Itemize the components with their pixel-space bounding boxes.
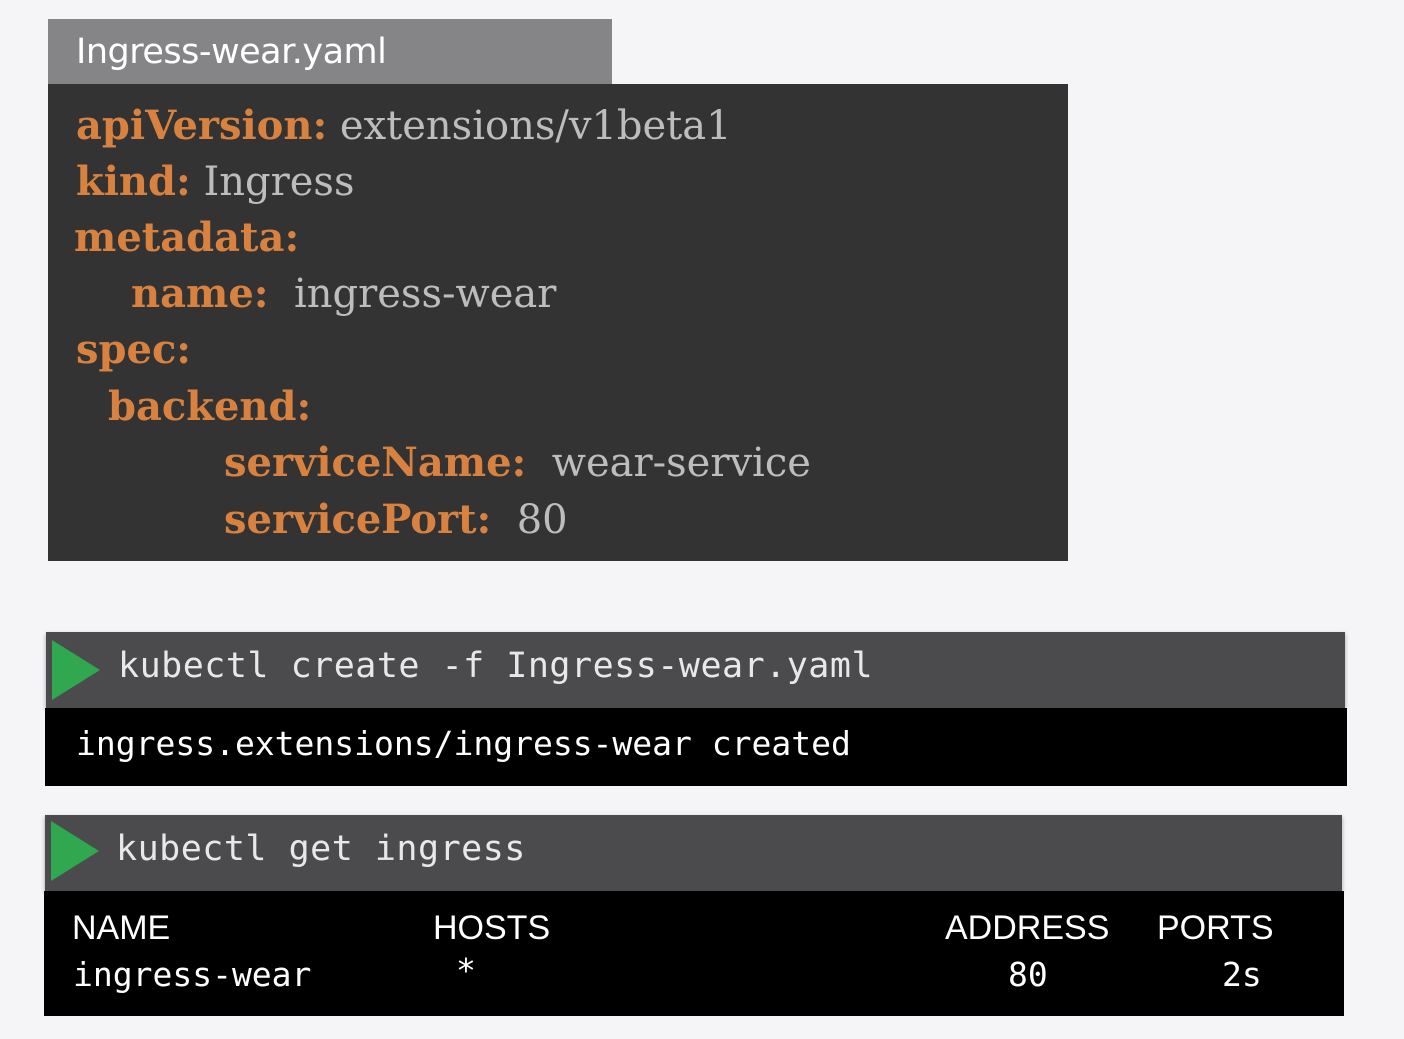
yaml-key: serviceName: — [224, 439, 527, 486]
command-output-create: ingress.extensions/ingress-wear created — [45, 708, 1347, 786]
yaml-line-servicename: serviceName: wear-service — [224, 435, 811, 491]
file-title-tab: Ingress-wear.yaml — [48, 19, 612, 84]
yaml-key: spec: — [76, 326, 192, 373]
command-output-get: NAME HOSTS ADDRESS PORTS ingress-wear * … — [44, 891, 1344, 1016]
table-cell-name: ingress-wear — [73, 955, 312, 994]
yaml-key: backend: — [108, 383, 312, 430]
yaml-code-panel: apiVersion: extensions/v1beta1 kind: Ing… — [48, 84, 1068, 561]
yaml-line-name: name: ingress-wear — [131, 266, 556, 322]
column-header-hosts: HOSTS — [433, 909, 551, 947]
column-header-ports: PORTS — [1157, 909, 1274, 947]
play-icon — [51, 821, 99, 881]
table-cell-hosts: * — [456, 951, 476, 990]
column-header-name: NAME — [72, 909, 171, 947]
column-header-address: ADDRESS — [945, 909, 1110, 947]
yaml-value: Ingress — [190, 159, 355, 205]
yaml-line-spec: spec: — [76, 322, 191, 378]
play-icon — [52, 640, 100, 700]
yaml-line-serviceport: servicePort: 80 — [224, 492, 568, 548]
table-cell-ports: 2s — [1222, 955, 1262, 994]
command-text: kubectl get ingress — [116, 829, 526, 869]
output-text: ingress.extensions/ingress-wear created — [76, 724, 851, 763]
command-text: kubectl create -f Ingress-wear.yaml — [118, 646, 874, 686]
yaml-line-apiversion: apiVersion: extensions/v1beta1 — [76, 98, 732, 154]
file-name: Ingress-wear.yaml — [76, 31, 387, 72]
yaml-key: kind: — [76, 158, 191, 205]
yaml-value: ingress-wear — [268, 271, 557, 317]
yaml-value: extensions/v1beta1 — [327, 103, 732, 149]
yaml-key: servicePort: — [224, 496, 492, 543]
yaml-line-backend: backend: — [108, 379, 311, 435]
yaml-line-metadata: metadata: — [74, 210, 299, 266]
command-bar-get: kubectl get ingress — [45, 815, 1342, 891]
command-bar-create: kubectl create -f Ingress-wear.yaml — [46, 632, 1345, 708]
table-cell-address: 80 — [1008, 955, 1048, 994]
yaml-value: wear-service — [526, 440, 811, 486]
yaml-key: name: — [131, 270, 269, 317]
yaml-key: metadata: — [74, 214, 300, 261]
yaml-line-kind: kind: Ingress — [76, 154, 354, 210]
yaml-key: apiVersion: — [76, 102, 328, 149]
yaml-value: 80 — [491, 497, 568, 543]
